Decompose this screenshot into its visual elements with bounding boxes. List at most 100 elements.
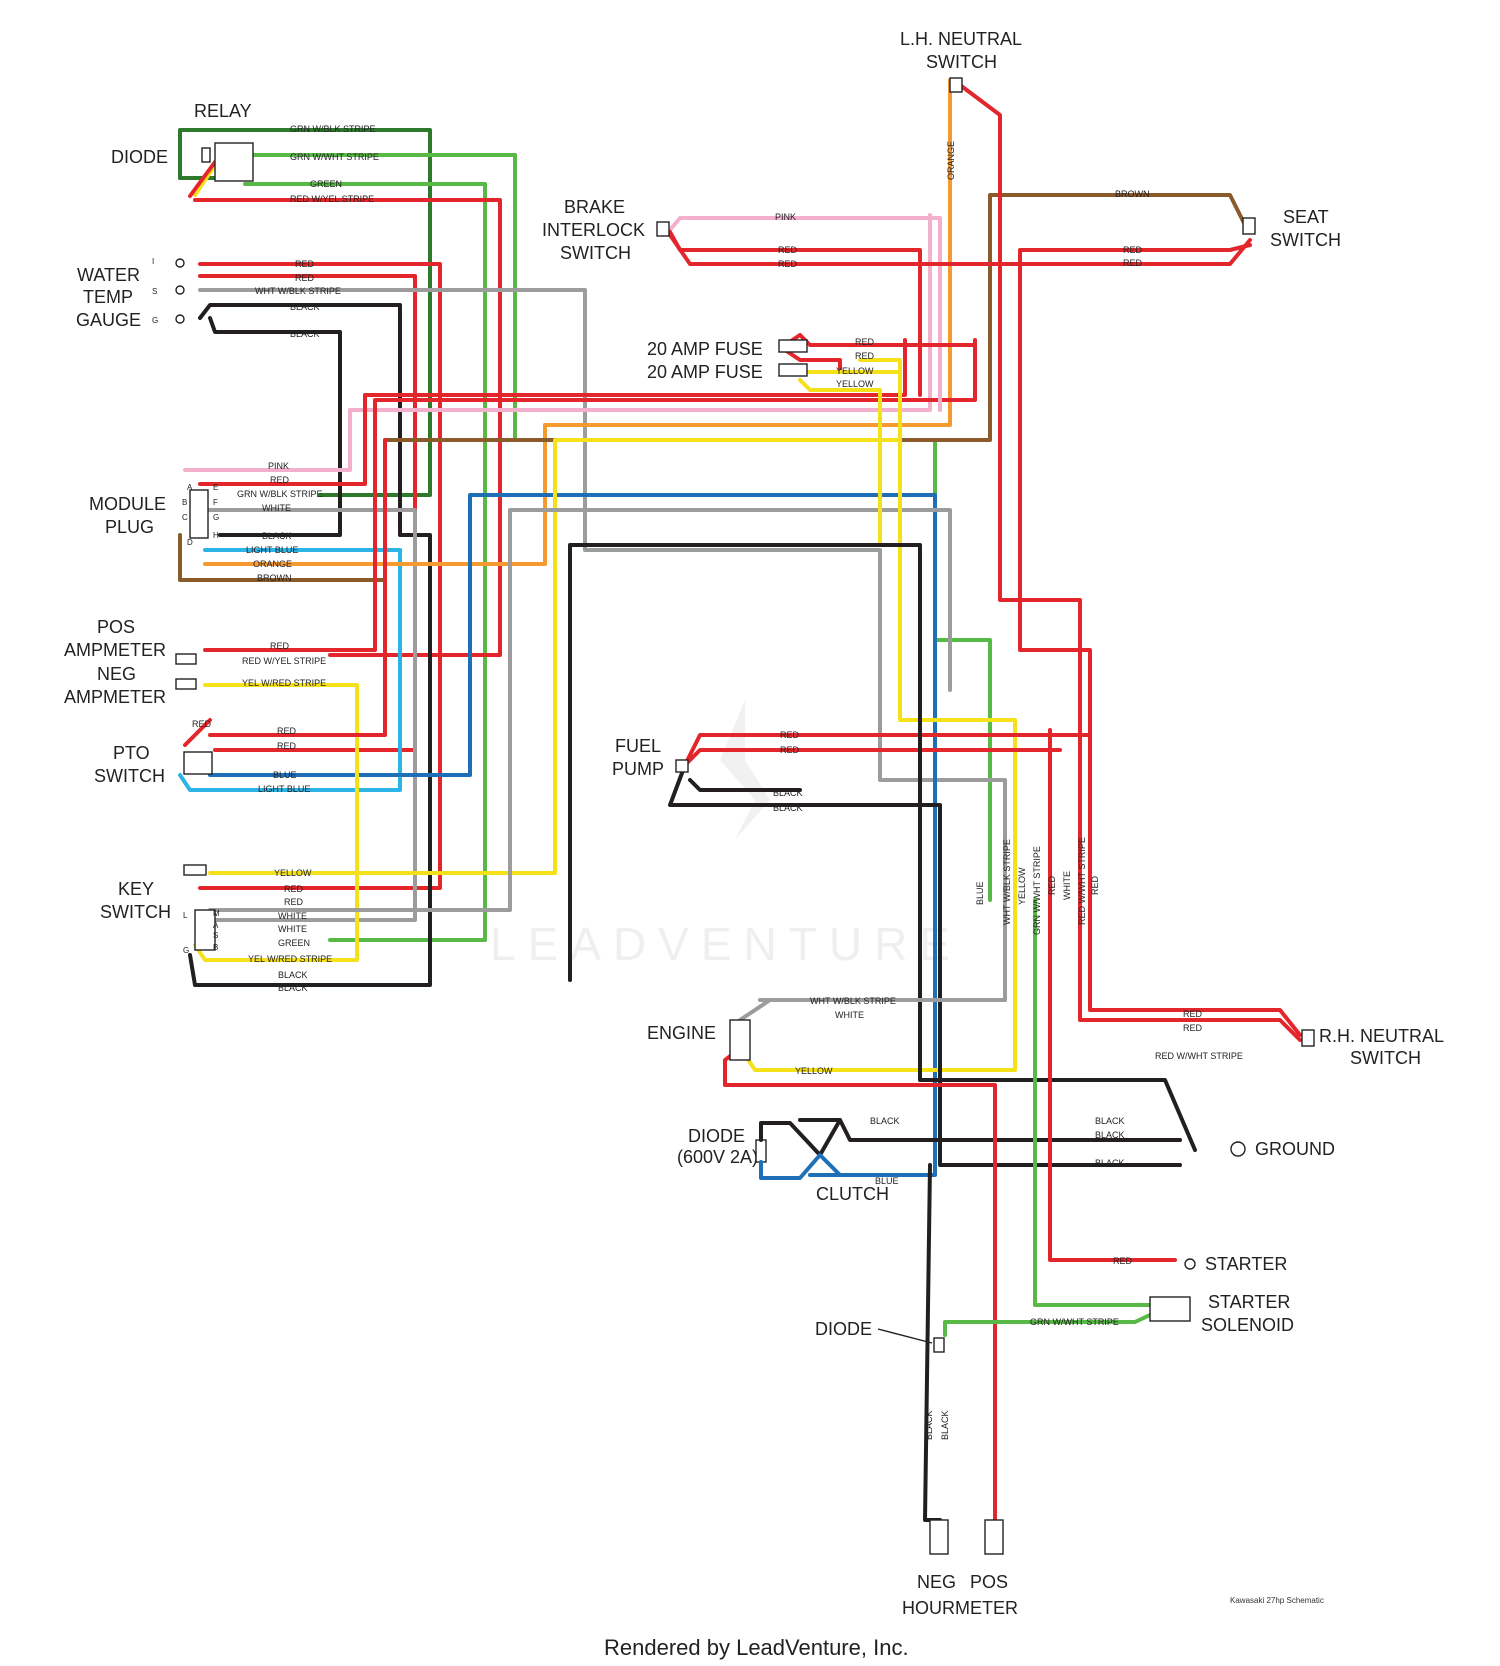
module-pin-e: E — [213, 483, 218, 492]
fuel-pump-label-2: PUMP — [612, 759, 664, 779]
module-pin-d: D — [187, 538, 193, 547]
key-switch-label-1: KEY — [118, 879, 154, 899]
wl-red-fuse-1: RED — [855, 337, 875, 347]
wl-green-key: GREEN — [278, 938, 310, 948]
ground-label: GROUND — [1255, 1139, 1335, 1159]
pto-switch-body — [183, 751, 213, 775]
module-plug-body — [189, 489, 209, 539]
seat-switch-label-1: SEAT — [1283, 207, 1329, 227]
wl-orange-lh: ORANGE — [946, 141, 956, 180]
wl-red-fuse-2: RED — [855, 351, 875, 361]
module-pin-c: C — [182, 513, 188, 522]
key-switch-body — [194, 909, 216, 951]
seat-switch-body — [1242, 217, 1256, 235]
wl-black-ground-3: BLACK — [1095, 1158, 1125, 1168]
wl-white-key-2: WHITE — [278, 924, 307, 934]
key-pin-b: B — [213, 943, 218, 952]
solenoid-label-1: STARTER — [1208, 1292, 1290, 1312]
wl-yellow-key: YELLOW — [274, 868, 312, 878]
wl-white-vert: WHITE — [1062, 871, 1072, 900]
wl-red-seat-2: RED — [1123, 258, 1143, 268]
wl-yellow-vert: YELLOW — [1017, 867, 1027, 905]
wl-blue-pto: BLUE — [273, 770, 297, 780]
wl-red-brake-1: RED — [778, 245, 798, 255]
starter-label: STARTER — [1205, 1254, 1287, 1274]
wl-red-yel-ampmeter: RED W/YEL STRIPE — [242, 656, 326, 666]
diode-clutch-symbol — [755, 1139, 767, 1163]
wl-red-key-2: RED — [284, 897, 304, 907]
wl-black-key-2: BLACK — [278, 983, 308, 993]
engine-label: ENGINE — [647, 1023, 716, 1043]
wl-black-hour-1: BLACK — [924, 1410, 934, 1440]
wl-black-ground-2: BLACK — [1095, 1130, 1125, 1140]
neg-ampmeter-label-1: NEG — [97, 664, 136, 684]
fuse-2-label: 20 AMP FUSE — [647, 362, 763, 382]
wl-red-fuel-2: RED — [780, 745, 800, 755]
wl-black-clutch: BLACK — [870, 1116, 900, 1126]
wl-yellow-engine: YELLOW — [795, 1066, 833, 1076]
key-pin-a: A — [213, 921, 219, 930]
clutch-label: CLUTCH — [816, 1184, 889, 1204]
hourmeter-neg-label: NEG — [917, 1572, 956, 1592]
wl-yellow-fuse-2: YELLOW — [836, 379, 874, 389]
module-plug-label-1: MODULE — [89, 494, 166, 514]
relay-body — [214, 142, 254, 182]
wl-wht-blk-engine: WHT W/BLK STRIPE — [810, 996, 896, 1006]
diode-top-symbol — [201, 147, 211, 163]
lh-neutral-body — [949, 77, 963, 93]
wl-light-blue-pto: LIGHT BLUE — [258, 784, 310, 794]
diode-top-label: DIODE — [111, 147, 168, 167]
rh-neutral-body — [1301, 1029, 1315, 1047]
wl-black-module: BLACK — [262, 531, 292, 541]
wl-red-wht-rh: RED W/WHT STRIPE — [1155, 1051, 1243, 1061]
solenoid-terminal — [1149, 1296, 1191, 1322]
fuse-2-body — [778, 363, 808, 377]
pto-red-label: RED — [192, 719, 212, 729]
wl-pink-brake: PINK — [775, 212, 796, 222]
wl-red-seat-1: RED — [1123, 245, 1143, 255]
wl-red-rh-2: RED — [1183, 1023, 1203, 1033]
water-temp-pin-i: I — [152, 257, 154, 266]
wl-black-fuel-2: BLACK — [773, 803, 803, 813]
wl-white-engine: WHITE — [835, 1010, 864, 1020]
hourmeter-neg-terminal — [929, 1519, 949, 1555]
fuse-1-label: 20 AMP FUSE — [647, 339, 763, 359]
footer-credit: Rendered by LeadVenture, Inc. — [604, 1635, 909, 1660]
wl-red-yel-relay: RED W/YEL STRIPE — [290, 194, 374, 204]
key-switch-label-2: SWITCH — [100, 902, 171, 922]
water-temp-label-2: TEMP — [83, 287, 133, 307]
wl-red-fuel-1: RED — [780, 730, 800, 740]
schematic-caption: Kawasaki 27hp Schematic — [1230, 1596, 1324, 1605]
wl-blue-vert: BLUE — [975, 881, 985, 905]
wl-grn-blk-module: GRN W/BLK STRIPE — [237, 489, 323, 499]
brake-label-1: BRAKE — [564, 197, 625, 217]
module-plug-label-2: PLUG — [105, 517, 154, 537]
diode-bottom-symbol — [933, 1337, 945, 1353]
wl-red-pto-1: RED — [277, 726, 297, 736]
wire-labels: GRN W/BLK STRIPE GRN W/WHT STRIPE GREEN … — [237, 124, 1243, 1440]
rh-neutral-label-1: R.H. NEUTRAL — [1319, 1026, 1444, 1046]
wl-red-vert-2: RED — [1090, 875, 1100, 895]
wl-grn-blk-relay: GRN W/BLK STRIPE — [290, 124, 376, 134]
key-pin-m: M — [213, 909, 220, 918]
wl-black-temp-1: BLACK — [290, 302, 320, 312]
engine-body — [729, 1019, 751, 1061]
wl-brown-seat: BROWN — [1115, 189, 1150, 199]
brake-body — [656, 221, 670, 237]
relay-label: RELAY — [194, 101, 252, 121]
wl-green-relay: GREEN — [310, 179, 342, 189]
water-temp-pin-s: S — [152, 287, 157, 296]
wl-grn-wht-vert: GRN W/WHT STRIPE — [1032, 846, 1042, 935]
fuse-1-body — [778, 339, 808, 353]
wl-red-module: RED — [270, 475, 290, 485]
diode-clutch-label-2: (600V 2A) — [677, 1147, 758, 1167]
diode-clutch-label-1: DIODE — [688, 1126, 745, 1146]
pto-switch-label-1: PTO — [113, 743, 150, 763]
wl-orange-module: ORANGE — [253, 559, 292, 569]
key-pin-g: G — [183, 946, 189, 955]
wl-white-key-1: WHITE — [278, 911, 307, 921]
wl-red-key-1: RED — [284, 884, 304, 894]
brake-label-2: INTERLOCK — [542, 220, 645, 240]
fuel-pump-label-1: FUEL — [615, 736, 661, 756]
module-pin-g: G — [213, 513, 219, 522]
